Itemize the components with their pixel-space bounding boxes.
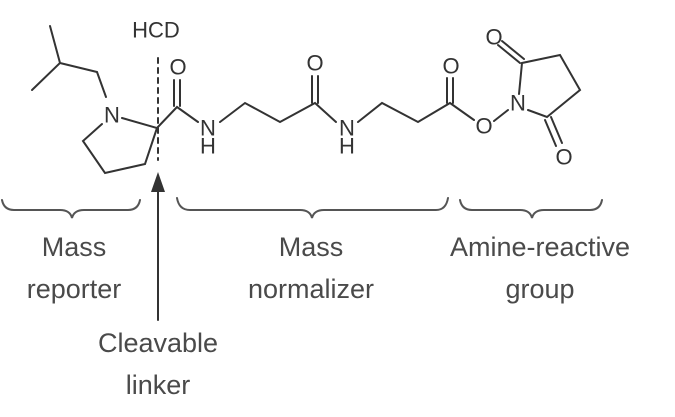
atom-n-ring: N [104, 103, 120, 128]
label-line: Cleavable [97, 328, 219, 358]
brace-normalizer [176, 197, 449, 219]
brace-reactive [459, 199, 603, 219]
label-line: linker [125, 370, 191, 400]
cleavable-linker-label: Cleavable linker [98, 322, 218, 406]
normalizer-chain [219, 75, 475, 124]
amide-bond-1 [156, 79, 199, 129]
label-line: Mass [41, 232, 107, 262]
label-line: Amine-reactive [449, 232, 631, 262]
mass-normalizer-label: Mass normalizer [248, 226, 374, 310]
pyrrolidine-ring [81, 117, 159, 175]
amine-reactive-label: Amine-reactive group [450, 226, 630, 310]
label-line: Mass [278, 232, 344, 262]
atom-n-amide-1: N [200, 116, 216, 141]
atom-h-amide-2: H [339, 134, 355, 159]
isobutyl-bonds [31, 25, 107, 98]
atom-o-3: O [442, 54, 459, 79]
atom-n-amide-2: N [339, 116, 355, 141]
nhs-ester [493, 40, 582, 147]
brace-reporter [1, 199, 141, 219]
atom-h-amide-1: H [200, 134, 216, 159]
arrow-head [151, 172, 165, 192]
hcd-label: HCD [132, 18, 180, 43]
atom-o-ester: O [475, 114, 492, 139]
atom-o-nhs-1: O [485, 25, 502, 50]
atom-o-2: O [306, 51, 323, 76]
label-line: normalizer [247, 274, 375, 304]
label-line: reporter [26, 274, 122, 304]
atom-n-nhs: N [510, 91, 526, 116]
atom-o-1: O [169, 55, 186, 80]
label-line: group [505, 274, 575, 304]
atom-o-nhs-2: O [555, 145, 572, 170]
mass-reporter-label: Mass reporter [27, 226, 122, 310]
